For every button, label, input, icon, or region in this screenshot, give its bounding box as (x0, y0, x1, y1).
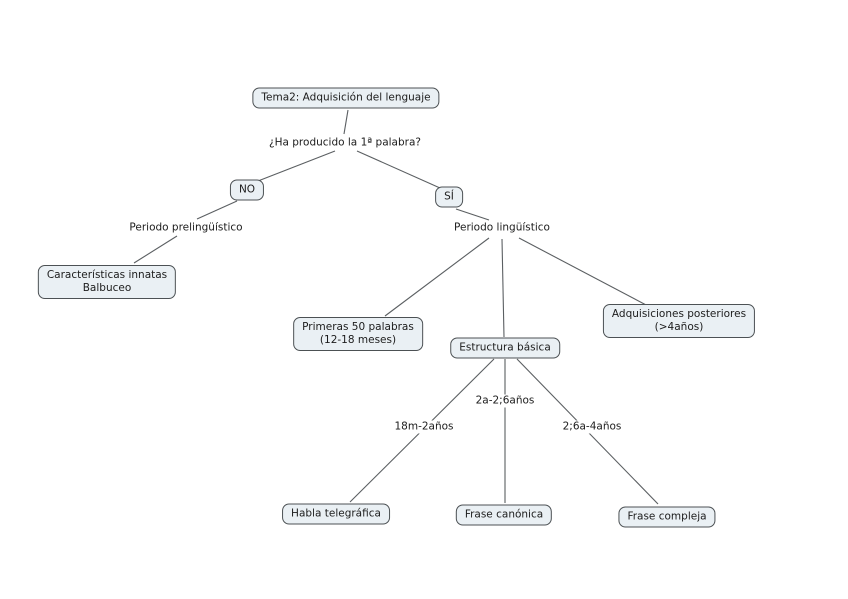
edge-si-linguistic (455, 208, 490, 221)
no-node[interactable]: NO (229, 179, 265, 201)
edge-no-prelinguistic (196, 200, 238, 220)
telegraphic-speech-node[interactable]: Habla telegráfica (282, 503, 390, 525)
si-node[interactable]: SÍ (435, 186, 463, 208)
age-label-2a-26a: 2a-2;6años (473, 394, 537, 408)
age-label-26a-4a: 2;6a-4años (560, 420, 624, 434)
edge-question-no (257, 150, 336, 182)
edge-linguistic-structure (501, 238, 505, 338)
edge-linguistic-later (518, 237, 649, 307)
question-label: ¿Ha producido la 1ª palabra? (267, 136, 423, 150)
canonical-phrase-node[interactable]: Frase canónica (455, 504, 553, 526)
edge-question-si (356, 150, 441, 189)
edge-prelinguistic-innate (133, 235, 178, 264)
complex-phrase-node[interactable]: Frase compleja (618, 506, 716, 528)
age-label-18m-2a: 18m-2años (392, 420, 456, 434)
later-acquisitions-node[interactable]: Adquisiciones posteriores (>4años) (602, 304, 756, 338)
linguistic-period-label: Periodo lingüístico (452, 221, 552, 235)
basic-structure-node[interactable]: Estructura básica (450, 337, 560, 359)
prelinguistic-period-label: Periodo prelingüístico (127, 221, 245, 235)
edge-linguistic-firstwords (384, 237, 490, 317)
first-words-node[interactable]: Primeras 50 palabras (12-18 meses) (293, 317, 423, 351)
edge-root-question (343, 109, 349, 135)
innate-node[interactable]: Características innatas Balbuceo (37, 265, 177, 299)
root-node[interactable]: Tema2: Adquisición del lenguaje (252, 87, 440, 109)
